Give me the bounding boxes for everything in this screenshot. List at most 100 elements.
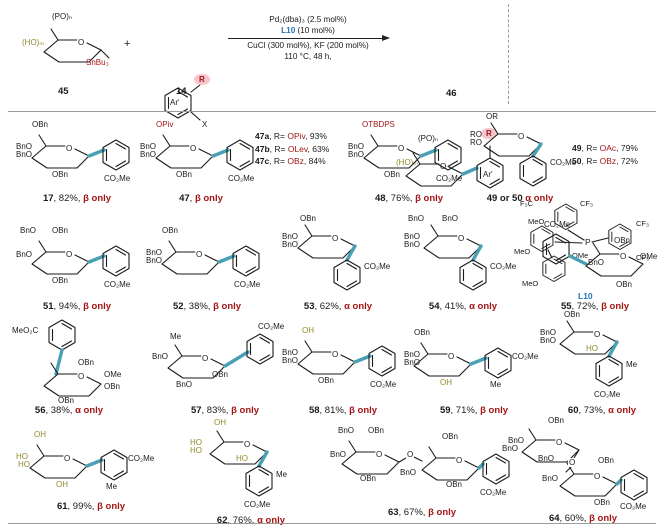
substituent-label: OBn xyxy=(104,382,121,391)
substituent-label: BnO xyxy=(538,454,555,463)
substituent-label: OBn xyxy=(52,170,69,179)
stereo-text: α only xyxy=(344,301,373,312)
product-number: 54 xyxy=(428,301,440,312)
substituent-label: OMe xyxy=(104,370,122,379)
ester-label: CO₂Me xyxy=(512,352,539,361)
ester-label: CO₂Me xyxy=(228,174,255,183)
substituent-label: BnO xyxy=(282,232,299,241)
ester-label: CO₂Me xyxy=(544,220,571,229)
product-46-structure: (PO)ₙ (HO)ₘ R Ar' xyxy=(396,128,508,208)
cf3-label: F₃C xyxy=(520,199,534,208)
r-group-line: 47a, R= OPiv, 93% xyxy=(255,131,327,141)
product-card-54: BnO BnO BnO BnO CO₂Me 54, 41%, α only xyxy=(400,214,526,312)
substituent-label: OBn xyxy=(52,226,69,235)
ester-label: CO₂Me xyxy=(244,500,271,509)
stereo-text: β only xyxy=(97,501,126,512)
compound-45-number: 45 xyxy=(58,86,69,97)
ester-label: CO₂Me xyxy=(258,322,285,331)
ester-label: CO₂Me xyxy=(104,174,131,183)
product-number: 59 xyxy=(439,405,451,416)
substituent-label: OBn xyxy=(616,280,633,289)
substituent-label: BnO xyxy=(404,358,421,367)
substituent-label: BnO xyxy=(282,356,299,365)
methoxy-label: MeO xyxy=(514,247,531,256)
substituent-label: OBn xyxy=(78,358,95,367)
product-caption: 54, 41%, α only xyxy=(428,301,498,312)
r-group-highlight: R xyxy=(194,74,210,85)
ester-label: CO₂Me xyxy=(104,280,131,289)
substituent-label: Me xyxy=(170,332,182,341)
product-number: 48 xyxy=(374,193,386,204)
cf3-label: CF₃ xyxy=(636,253,650,262)
product-card-57: Me BnO BnO OBn CO₂Me 57, 83%, β only xyxy=(150,318,300,416)
hydroxyl-count-label: (HO)ₘ xyxy=(22,38,45,47)
product-card-17: OBn BnO BnO OBn CO₂Me 17, 82%, β only xyxy=(16,116,138,204)
substituent-label: RO xyxy=(470,130,482,139)
r-group-line: 47c, R= OBz, 84% xyxy=(255,156,326,166)
product-caption: 47, β only xyxy=(179,193,223,204)
product-number: 55 xyxy=(560,301,572,312)
separator-top xyxy=(8,111,656,112)
divider xyxy=(508,4,509,104)
substituent-label: BnO xyxy=(146,248,163,257)
substituent-label: OBn xyxy=(212,370,229,379)
ester-label: CO₂Me xyxy=(436,174,463,183)
plus-sign: + xyxy=(124,38,131,50)
substituent-label: BnO xyxy=(16,250,33,259)
product-card-56: MeO₂C OBn OMe OBn OBn 56, 38%, α only xyxy=(10,318,128,416)
substituent-label: BnO xyxy=(348,150,365,159)
stereo-text: β only xyxy=(194,193,223,204)
stereo-text: β only xyxy=(213,301,242,312)
product-caption: 49 or 50 α only xyxy=(470,193,570,204)
substituent-label: Me xyxy=(490,380,502,389)
product-caption: 58, 81%, β only xyxy=(308,405,378,416)
aryl-halide-14-structure: Ar' R X xyxy=(146,74,222,136)
product-caption: 17, 82%, β only xyxy=(42,193,112,204)
product-number: 57 xyxy=(190,405,202,416)
product-card-62: OH HO HO HO Me CO₂Me 62, 76%, α only xyxy=(186,418,316,526)
ester-label: MeO₂C xyxy=(12,326,39,335)
substituent-label: BnO xyxy=(588,258,605,267)
product-number: 58 xyxy=(308,405,320,416)
substituent-label: BnO xyxy=(502,444,519,453)
substituent-label: BnO xyxy=(400,468,417,477)
substituent-label: OH xyxy=(440,378,452,387)
substituent-label: BnO xyxy=(330,450,347,459)
substituent-label: OBn xyxy=(564,310,581,319)
substituent-label: BnO xyxy=(408,214,425,223)
substituent-label: BnO xyxy=(442,214,459,223)
product-caption: 64, 60%, β only xyxy=(548,513,618,524)
hydroxyl-count-label: (HO)ₘ xyxy=(396,158,419,167)
product-number: 49 or 50 xyxy=(486,193,523,204)
ligand-line: L10 (10 mol%) xyxy=(281,26,335,35)
product-number: 17 xyxy=(42,193,54,204)
substituent-label: BnO xyxy=(140,150,157,159)
product-card-48: OTBDPS BnO BnO OBn CO₂Me 48, 76%, β only xyxy=(348,116,470,204)
ester-label: CO₂Me xyxy=(490,262,517,271)
product-card-47: OPiv BnO BnO OBn CO₂Me 47, β only xyxy=(140,116,262,204)
substituent-label: HO xyxy=(190,438,202,447)
ligand-name: L10 xyxy=(578,291,593,301)
stannane-label: SnBu₃ xyxy=(86,58,109,67)
substituent-label: BnO xyxy=(338,426,355,435)
stereo-text: β only xyxy=(480,405,509,416)
stereo-text: β only xyxy=(428,507,457,518)
product-card-58: OH BnO BnO OBn CO₂Me 58, 81%, β only xyxy=(282,318,404,416)
stereo-text: β only xyxy=(231,405,260,416)
substituent-label: OBn xyxy=(162,226,179,235)
substituent-label: BnO xyxy=(404,240,421,249)
substituent-label: OBn xyxy=(598,456,615,465)
protecting-group-label: (PO)ₙ xyxy=(52,12,73,21)
substituent-label: OBn xyxy=(318,376,335,385)
r-group-list-49-50: 49, R= OAc, 79% 50, R= OBz, 72% xyxy=(572,142,638,167)
substituent-label: BnO xyxy=(140,142,157,151)
product-card-61: OH HO HO OH Me CO₂Me 61, 99%, β only xyxy=(16,424,166,512)
glycosidic-oxygen-label: O xyxy=(568,458,577,467)
ester-label: CO₂Me xyxy=(480,488,507,497)
ester-label: CO₂Me xyxy=(550,158,577,167)
substituent-label: BnO xyxy=(348,142,365,151)
cf3-label: CF₃ xyxy=(636,219,650,228)
stereo-text: β only xyxy=(415,193,444,204)
substrate-45-structure: (PO)ₙ (HO)ₘ SnBu₃ xyxy=(22,12,134,76)
